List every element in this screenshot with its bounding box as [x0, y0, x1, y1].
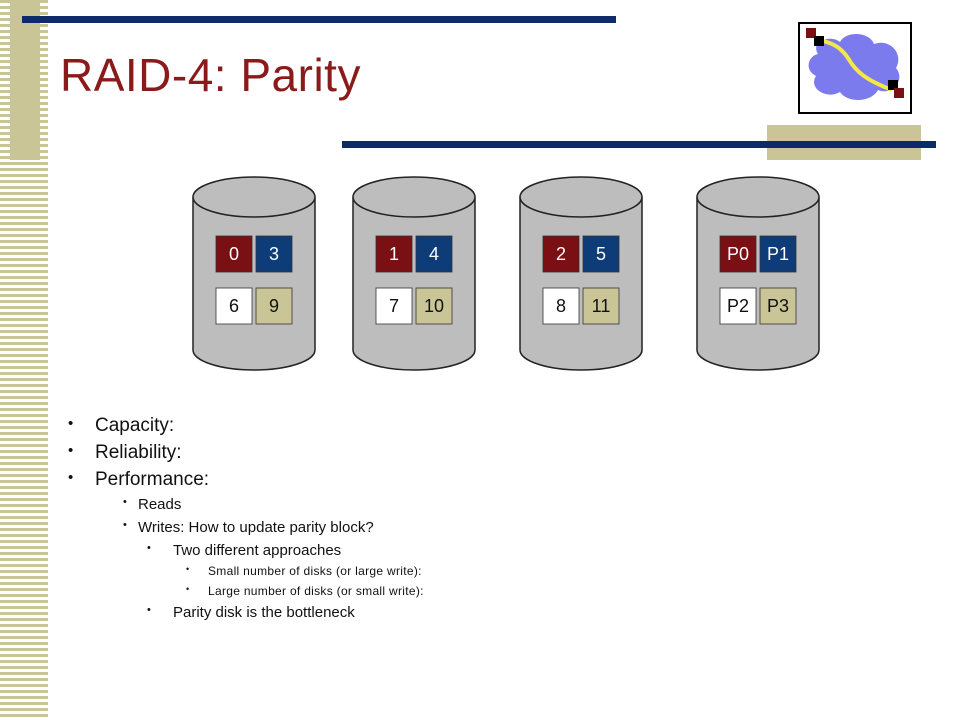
data-block [375, 287, 413, 325]
data-block [415, 287, 453, 325]
disk-body [352, 197, 476, 371]
block-label: 2 [556, 244, 566, 264]
disk-top [696, 176, 820, 218]
data-block [542, 287, 580, 325]
bullet-small-disks: Small number of disks (or large write): [68, 565, 424, 577]
bullet-reliability: Reliability: [68, 443, 424, 462]
bullet-writes: Writes: How to update parity block? [68, 520, 424, 535]
disk-top [192, 176, 316, 218]
block-label: 4 [429, 244, 439, 264]
block-label: 8 [556, 296, 566, 316]
data-block [582, 235, 620, 273]
data-block [415, 235, 453, 273]
bullet-capacity: Capacity: [68, 416, 424, 435]
data-block [542, 235, 580, 273]
block-label: 7 [389, 296, 399, 316]
mid-accent-bar [342, 141, 936, 148]
block-label: 1 [389, 244, 399, 264]
block-label: 6 [229, 296, 239, 316]
block-label: 3 [269, 244, 279, 264]
block-label: P1 [767, 244, 789, 264]
block-label: 0 [229, 244, 239, 264]
bullet-bottleneck: Parity disk is the bottleneck [68, 605, 424, 620]
decorative-stripe-block [10, 0, 40, 160]
disk-body [192, 197, 316, 371]
disk-top [519, 176, 643, 218]
data-block [255, 287, 293, 325]
data-block [375, 235, 413, 273]
data-block [759, 235, 797, 273]
data-block [255, 235, 293, 273]
bullet-performance: Performance: [68, 470, 424, 489]
bullet-large-disks: Large number of disks (or small write): [68, 585, 424, 597]
network-logo [798, 22, 912, 114]
block-label: 5 [596, 244, 606, 264]
disk-top [352, 176, 476, 218]
disk-0: 0 3 6 9 [192, 176, 316, 371]
block-label: 10 [424, 296, 444, 316]
slide-title: RAID-4: Parity [60, 49, 361, 101]
block-label: P2 [727, 296, 749, 316]
network-cloud-icon [806, 28, 904, 100]
disk-2: 2 5 8 11 [519, 176, 643, 371]
data-block [215, 235, 253, 273]
data-block [719, 287, 757, 325]
data-block [719, 235, 757, 273]
top-accent-bar [22, 16, 616, 23]
block-label: 9 [269, 296, 279, 316]
data-block [582, 287, 620, 325]
bullet-reads: Reads [68, 497, 424, 512]
block-label: P0 [727, 244, 749, 264]
disk-body [519, 197, 643, 371]
disk-1: 1 4 7 10 [352, 176, 476, 371]
block-label: P3 [767, 296, 789, 316]
bullet-list: Capacity: Reliability: Performance: Read… [68, 416, 424, 627]
block-label: 11 [592, 296, 611, 316]
disk-body [696, 197, 820, 371]
data-block [759, 287, 797, 325]
bullet-approaches: Two different approaches [68, 543, 424, 558]
data-block [215, 287, 253, 325]
